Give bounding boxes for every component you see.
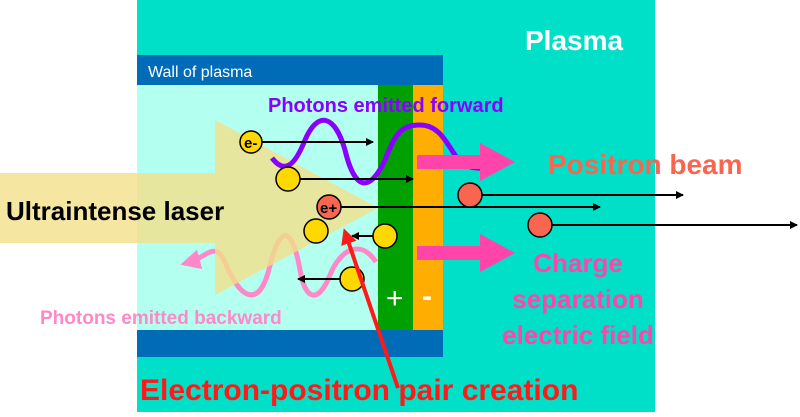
charge-label-line: electric field [502, 320, 654, 350]
pair-creation-pointer [341, 228, 400, 389]
backward-photons-label: Photons emitted backward [40, 308, 282, 329]
plasma-label: Plasma [525, 25, 623, 56]
electron-particle [239, 130, 263, 154]
positron-symbol: e+ [320, 200, 337, 217]
pair-creation-label: Electron-positron pair creation [140, 374, 578, 407]
positron-particle [457, 182, 483, 208]
field-arrow-bottom [417, 234, 515, 272]
positron-particle [316, 194, 342, 220]
wall-bottom [137, 330, 443, 357]
positron-particle [527, 212, 553, 238]
laser-label: Ultraintense laser [6, 196, 224, 226]
charge-label-line: Charge [533, 248, 623, 278]
charge-label-line: separation [512, 284, 644, 314]
laser-arrow [0, 120, 378, 295]
forward-photon-wave [270, 117, 502, 186]
wall-label: Wall of plasma [148, 64, 252, 81]
plus-sign: + [386, 282, 404, 315]
electron-particle [275, 166, 301, 192]
electron-particle [303, 218, 329, 244]
charge-separation-label: Charge separation electric field [502, 248, 654, 350]
positron-beam-label: Positron beam [548, 149, 742, 180]
forward-photons-label: Photons emitted forward [268, 95, 504, 117]
wall-top [137, 55, 443, 85]
electron-symbol: e- [244, 135, 257, 152]
minus-sign: - [422, 280, 432, 313]
field-arrow-top [417, 143, 515, 181]
electron-particle [372, 223, 398, 249]
